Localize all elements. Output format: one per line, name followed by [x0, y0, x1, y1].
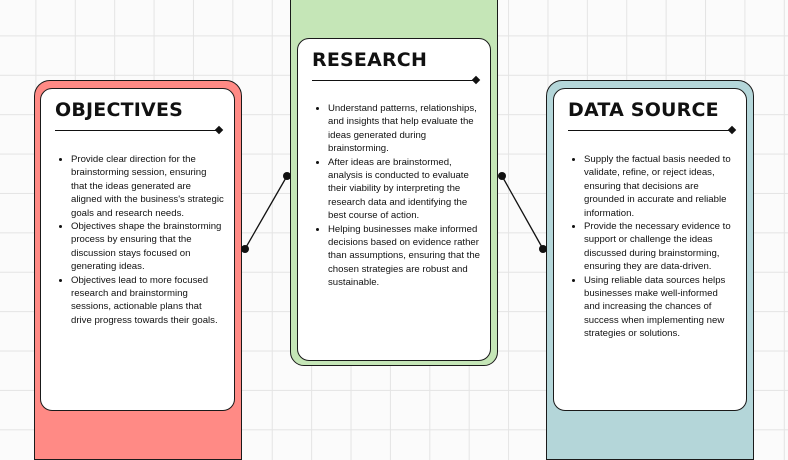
- diamond-icon: [471, 75, 481, 85]
- list-item: Supply the factual basis needed to valid…: [584, 153, 736, 220]
- objectives-card: OBJECTIVES Provide clear direction for t…: [40, 88, 235, 411]
- connector-dot: [498, 172, 506, 180]
- connector-research-datasource: [501, 175, 544, 250]
- connector-dot: [283, 172, 291, 180]
- diamond-icon: [727, 125, 737, 135]
- list-item: Understand patterns, relationships, and …: [328, 102, 480, 156]
- data-source-list: Supply the factual basis needed to valid…: [568, 153, 736, 341]
- research-title: RESEARCH: [312, 49, 428, 71]
- title-divider: [312, 75, 481, 85]
- list-item: Using reliable data sources helps busine…: [584, 274, 736, 341]
- title-divider: [55, 125, 224, 135]
- list-item: Provide clear direction for the brainsto…: [71, 153, 224, 220]
- connector-dot: [539, 245, 547, 253]
- diamond-icon: [214, 125, 224, 135]
- list-item: Provide the necessary evidence to suppor…: [584, 220, 736, 274]
- research-card: RESEARCH Understand patterns, relationsh…: [297, 38, 491, 361]
- list-item: After ideas are brainstormed, analysis i…: [328, 156, 480, 223]
- data-source-title: DATA SOURCE: [568, 99, 719, 121]
- list-item: Helping businesses make informed decisio…: [328, 223, 480, 290]
- connector-dot: [241, 245, 249, 253]
- research-list: Understand patterns, relationships, and …: [312, 102, 480, 290]
- list-item: Objectives shape the brainstorming proce…: [71, 220, 224, 274]
- connector-objectives-research: [244, 175, 288, 250]
- list-item: Objectives lead to more focused research…: [71, 274, 224, 328]
- objectives-list: Provide clear direction for the brainsto…: [55, 153, 224, 327]
- objectives-title: OBJECTIVES: [55, 99, 184, 121]
- data-source-card: DATA SOURCE Supply the factual basis nee…: [553, 88, 747, 411]
- title-divider: [568, 125, 737, 135]
- connectors: [241, 172, 547, 253]
